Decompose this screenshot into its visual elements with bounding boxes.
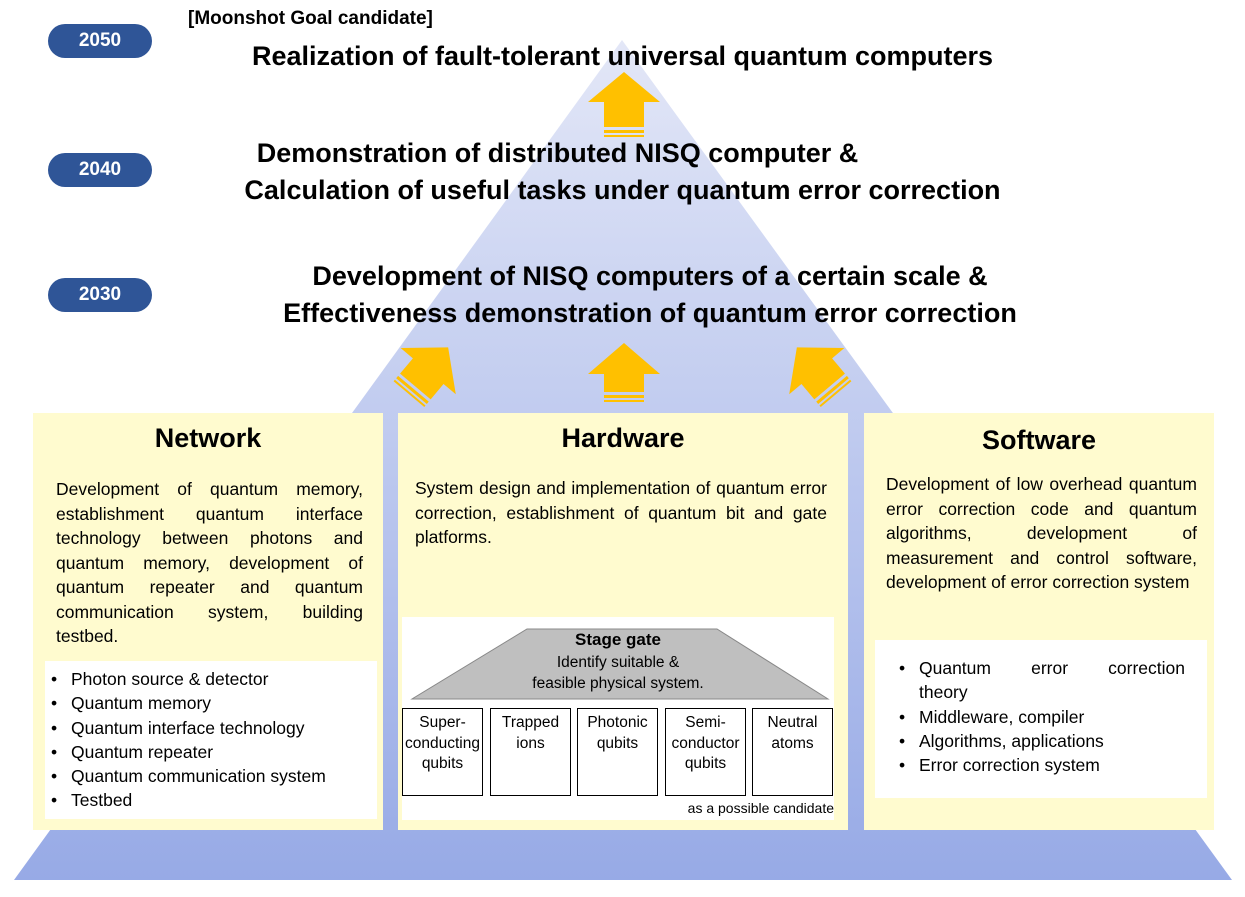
year-badge-2040: 2040 [48,153,152,187]
year-badge-2030: 2030 [48,278,152,312]
arrow-up-top-icon [588,72,660,137]
candidate-label: qubits [684,755,727,772]
goal-2030-line-1: Development of NISQ computers of a certa… [312,261,988,291]
list-item: Quantum interface technology [45,716,377,741]
candidate-label: Super- [419,714,466,731]
year-badge-2050: 2050 [48,24,152,58]
stage-gate-title: Stage gate [575,630,661,649]
stage-gate-subtitle-line-1: Identify suitable & [556,654,680,671]
stage-gate-diagram: Stage gate Identify suitable & feasible … [402,617,834,820]
moonshot-tag: [Moonshot Goal candidate] [188,8,433,29]
candidate-label: Semi- [685,714,726,731]
candidate-label: Photonic [587,714,648,731]
goal-2050: Realization of fault-tolerant universal … [150,38,1095,75]
candidate-semiconductor: Semi-conductor qubits [665,708,746,796]
goal-2040: Demonstration of distributed NISQ comput… [150,135,1095,209]
candidate-label: conducting [405,734,480,752]
goal-2040-line-1: Demonstration of distributed NISQ comput… [256,138,859,168]
list-item: Quantum communication system [45,764,377,789]
software-description: Development of low overhead quantum erro… [886,474,1197,592]
candidate-superconducting: Super-conducting qubits [402,708,483,796]
arrow-diagonal-left-icon [393,347,456,408]
candidate-label: ions [516,734,545,752]
list-item: Testbed [45,788,377,813]
software-title: Software [981,425,1097,455]
arrow-up-center-icon [588,343,660,402]
list-item: Quantum repeater [45,740,377,765]
software-list: Quantum error correction theory Middlewa… [875,640,1207,798]
list-item: Photon source & detector [45,667,377,692]
list-item: Algorithms, applications [893,729,1185,754]
hardware-title: Hardware [561,423,685,453]
arrow-diagonal-right-icon [789,347,852,408]
candidate-label: atoms [771,734,814,752]
list-item: Error correction system [893,753,1185,778]
goal-2050-line: Realization of fault-tolerant universal … [251,41,994,71]
network-title: Network [154,423,262,453]
candidate-neutral-atoms: Neutral atoms [752,708,833,796]
goal-2030: Development of NISQ computers of a certa… [150,258,1150,332]
stage-gate-trapezoid [410,628,830,700]
candidate-label: qubits [421,755,464,772]
stage-gate-subtitle-line-2: feasible physical system. [532,675,704,692]
list-item: Quantum error correction theory [893,656,1185,705]
stage-gate-subtitle: Identify suitable & feasible physical sy… [402,652,834,694]
goal-2030-line-2: Effectiveness demonstration of quantum e… [283,298,1017,328]
candidate-label: Trapped [501,714,560,731]
network-panel: Network Development of quantum memory, e… [33,413,383,830]
candidate-photonic: Photonic qubits [577,708,658,796]
list-item: Quantum memory [45,691,377,716]
list-item: Middleware, compiler [893,705,1185,730]
candidate-trapped-ions: Trapped ions [490,708,571,796]
hardware-description: System design and implementation of quan… [415,478,827,547]
candidate-label: conductor [671,734,740,752]
candidate-label: qubits [596,734,639,752]
goal-2040-line-2: Calculation of useful tasks under quantu… [244,175,1001,205]
network-list: Photon source & detector Quantum memory … [45,661,377,819]
candidate-label: Neutral [767,714,818,731]
software-panel: Software Development of low overhead qua… [864,413,1214,830]
network-description: Development of quantum memory, establish… [56,479,363,646]
candidate-note: as a possible candidate [687,800,834,816]
